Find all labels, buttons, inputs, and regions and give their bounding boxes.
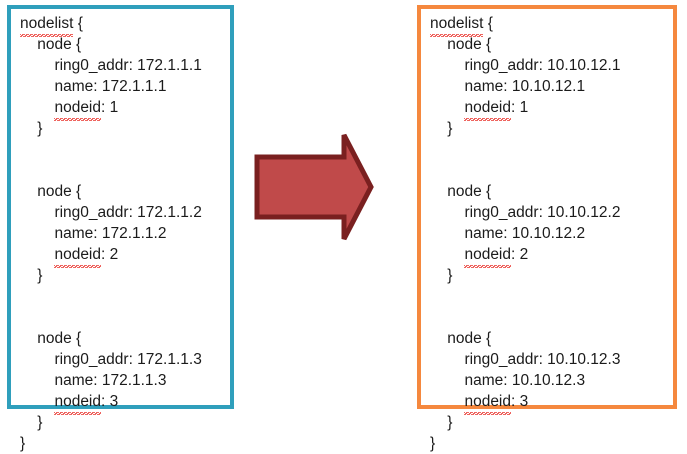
config-line: } (37, 120, 43, 137)
config-line: nodelist { (20, 13, 228, 37)
config-line (20, 307, 228, 328)
config-line (430, 160, 671, 181)
config-line: nodeid: 1 (430, 97, 671, 121)
spellcheck-underlined-word: nodeid (464, 391, 511, 415)
config-line: ring0_addr: 10.10.12.2 (464, 204, 621, 221)
config-line: ring0_addr: 10.10.12.1 (464, 57, 621, 74)
config-line: nodeid: 3 (430, 391, 671, 415)
config-line: nodeid: 1 (20, 97, 228, 121)
config-line: name: 172.1.1.1 (54, 78, 167, 95)
config-line: name: 10.10.12.2 (464, 225, 586, 242)
spellcheck-underlined-word: nodelist (20, 13, 74, 37)
config-line: ring0_addr: 172.1.1.1 (54, 57, 202, 74)
config-line: } (447, 414, 453, 431)
config-line (20, 139, 228, 160)
config-line: nodeid: 3 (20, 391, 228, 415)
config-line: nodeid: 2 (20, 244, 228, 268)
config-line (20, 286, 228, 307)
config-line: node { (37, 36, 82, 53)
right-arrow-shape (254, 133, 374, 241)
config-line: nodelist { (430, 13, 671, 37)
config-line: name: 172.1.1.2 (54, 225, 167, 242)
config-line: } (447, 267, 453, 284)
config-line: ring0_addr: 172.1.1.2 (54, 204, 202, 221)
config-line: node { (447, 36, 492, 53)
config-line: } (447, 120, 453, 137)
right-arrow-icon (254, 132, 374, 244)
diagram-canvas: nodelist { node { ring0_addr: 172.1.1.1 … (7, 5, 677, 452)
spellcheck-underlined-word: nodeid (54, 97, 101, 121)
spellcheck-underlined-word: nodelist (430, 13, 484, 37)
spellcheck-underlined-word: nodeid (464, 244, 511, 268)
right-arrow-polygon (254, 133, 374, 241)
config-line (430, 307, 671, 328)
config-line: node { (447, 330, 492, 347)
spellcheck-underlined-word: nodeid (54, 244, 101, 268)
config-line: node { (37, 330, 82, 347)
spellcheck-underlined-word: nodeid (54, 391, 101, 415)
config-line: } (430, 435, 436, 452)
config-line (430, 139, 671, 160)
config-panel-before: nodelist { node { ring0_addr: 172.1.1.1 … (7, 5, 234, 452)
config-line (20, 160, 228, 181)
config-text-after: nodelist { node { ring0_addr: 10.10.12.1… (430, 13, 671, 454)
config-line: ring0_addr: 10.10.12.3 (464, 351, 621, 368)
config-line: node { (447, 183, 492, 200)
config-line: name: 172.1.1.3 (54, 372, 167, 389)
config-line: node { (37, 183, 82, 200)
config-panel-after: nodelist { node { ring0_addr: 10.10.12.1… (417, 5, 677, 452)
config-line: name: 10.10.12.1 (464, 78, 586, 95)
spellcheck-underlined-word: nodeid (464, 97, 511, 121)
config-line: } (37, 267, 43, 284)
config-line: } (37, 414, 43, 431)
config-line: name: 10.10.12.3 (464, 372, 586, 389)
config-line (430, 286, 671, 307)
config-line: nodeid: 2 (430, 244, 671, 268)
config-line: } (20, 435, 26, 452)
config-text-before: nodelist { node { ring0_addr: 172.1.1.1 … (20, 13, 228, 454)
config-line: ring0_addr: 172.1.1.3 (54, 351, 202, 368)
